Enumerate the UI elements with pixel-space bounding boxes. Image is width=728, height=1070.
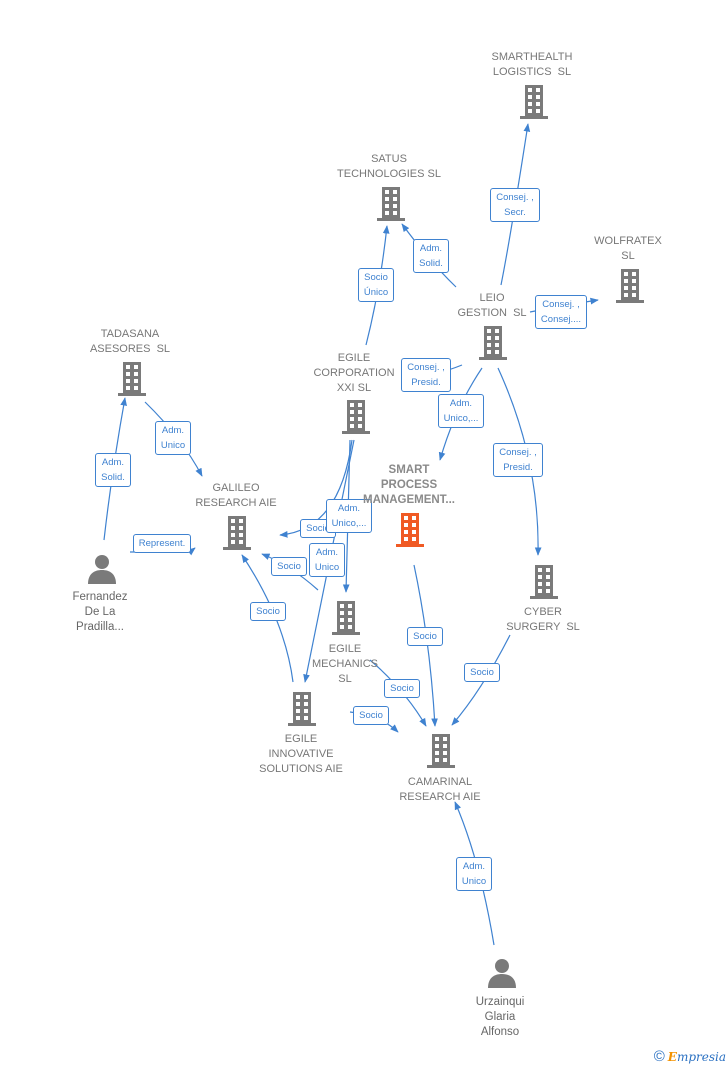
brand-logo-text: mpresia: [676, 1050, 726, 1064]
building-icon-galileo[interactable]: [223, 516, 251, 550]
brand-logo-letter: E: [667, 1050, 677, 1064]
person-icon-urzainqui[interactable]: [488, 959, 516, 988]
node-label-satus[interactable]: SATUS TECHNOLOGIES SL: [337, 153, 441, 180]
edge-label-tadasana-to-galileo[interactable]: Adm. Unico: [154, 421, 192, 455]
edge-label-leio-to-egile_corp[interactable]: Consej. , Presid.: [401, 358, 451, 392]
edge-label-cyber-to-camarinal[interactable]: Socio: [464, 662, 500, 682]
node-label-urzainqui[interactable]: Urzainqui Glaria Alfonso: [475, 996, 525, 1038]
node-label-camarinal[interactable]: CAMARINAL RESEARCH AIE: [399, 776, 481, 803]
building-icon-tadasana[interactable]: [118, 362, 146, 396]
node-label-cyber[interactable]: CYBER SURGERY SL: [506, 606, 580, 633]
building-icon-camarinal[interactable]: [427, 734, 455, 768]
copyright-symbol: ©: [653, 1048, 665, 1065]
node-label-egile_mech[interactable]: EGILE MECHANICS SL: [311, 643, 379, 685]
edge-label-fernandez-to-galileo[interactable]: Represent.: [132, 533, 192, 553]
edge-label-egile_corp-to-egile_innov[interactable]: Adm. Unico: [308, 543, 346, 577]
node-label-smarthealth[interactable]: SMARTHEALTH LOGISTICS SL: [491, 51, 573, 78]
node-label-galileo[interactable]: GALILEO RESEARCH AIE: [195, 482, 277, 509]
edge-line-leio-to-smarthealth: [500, 123, 531, 286]
edge-label-egile_corp-to-satus[interactable]: Socio Único: [357, 268, 395, 302]
edge-label-egile_mech-to-camarinal[interactable]: Socio: [384, 678, 420, 698]
edge-label-egile_mech-to-galileo[interactable]: Socio: [271, 556, 307, 576]
building-icon-egile_innov[interactable]: [288, 692, 316, 726]
edge-label-smart_process-to-camarinal[interactable]: Socio: [407, 626, 443, 646]
building-icon-smarthealth[interactable]: [520, 85, 548, 119]
node-label-smart_process[interactable]: SMART PROCESS MANAGEMENT...: [363, 464, 455, 506]
edge-label-urzainqui-to-camarinal[interactable]: Adm. Unico: [455, 857, 493, 891]
building-icon-egile_mech[interactable]: [332, 601, 360, 635]
node-label-fernandez[interactable]: Fernandez De La Pradilla...: [72, 591, 128, 633]
edge-label-leio-to-smarthealth[interactable]: Consej. , Secr.: [490, 188, 540, 222]
person-icon-fernandez[interactable]: [88, 555, 116, 584]
edge-label-leio-to-smart_process[interactable]: Adm. Unico,...: [437, 394, 485, 428]
edge-label-leio-to-cyber[interactable]: Consej. , Presid.: [493, 443, 543, 477]
node-label-egile_corp[interactable]: EGILE CORPORATION XXI SL: [313, 352, 395, 394]
edge-label-egile_innov-to-camarinal[interactable]: Socio: [353, 705, 389, 725]
node-label-egile_innov[interactable]: EGILE INNOVATIVE SOLUTIONS AIE: [259, 733, 343, 775]
edge-label-egile_corp-to-egile_mech[interactable]: Adm. Unico,...: [325, 499, 373, 533]
building-icon-smart_process[interactable]: [396, 513, 424, 547]
building-icon-wolfratex[interactable]: [616, 269, 644, 303]
edge-line-cyber-to-camarinal: [451, 634, 511, 726]
node-label-wolfratex[interactable]: WOLFRATEX SL: [594, 235, 662, 262]
edge-label-leio-to-wolfratex[interactable]: Consej. , Consej....: [534, 295, 588, 329]
edge-label-leio-to-satus[interactable]: Adm. Solid.: [413, 239, 449, 273]
node-label-leio[interactable]: LEIO GESTION SL: [457, 292, 527, 319]
building-icon-leio[interactable]: [479, 326, 507, 360]
node-label-tadasana[interactable]: TADASANA ASESORES SL: [89, 328, 171, 355]
edge-line-smart_process-to-camarinal: [413, 564, 438, 727]
brand-watermark: ©Empresia: [654, 1048, 726, 1065]
building-icon-cyber[interactable]: [530, 565, 558, 599]
edge-label-egile_innov-to-galileo[interactable]: Socio: [250, 601, 286, 621]
building-icon-egile_corp[interactable]: [342, 400, 370, 434]
edge-label-fernandez-to-tadasana[interactable]: Adm. Solid.: [95, 453, 131, 487]
building-icon-satus[interactable]: [377, 187, 405, 221]
